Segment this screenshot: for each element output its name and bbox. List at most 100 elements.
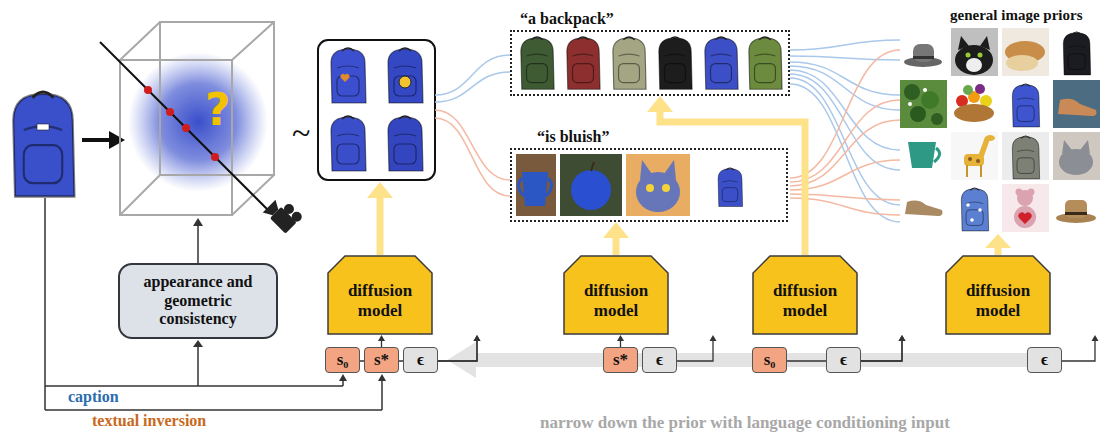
backpack-samples xyxy=(567,37,600,89)
radiance-field-cube xyxy=(120,22,160,60)
arrow-head xyxy=(710,335,717,341)
image-prior-grid xyxy=(913,44,934,62)
image-prior-grid xyxy=(961,188,988,231)
rendered-views xyxy=(341,74,350,82)
input-wires xyxy=(45,409,382,411)
camera-ray xyxy=(100,42,268,210)
image-prior-grid xyxy=(1018,212,1031,224)
conditioning-arrow xyxy=(617,335,624,347)
bluish-samples xyxy=(516,154,556,216)
connector-line xyxy=(613,237,620,255)
image-prior-grid xyxy=(966,203,970,207)
rendered-views xyxy=(318,40,435,180)
radiance-field-cube xyxy=(120,22,274,215)
image-prior-grid xyxy=(921,91,939,109)
narrowing-arrow xyxy=(447,342,476,378)
input-arrow xyxy=(109,131,125,149)
input-wires xyxy=(342,381,344,386)
bluish-samples xyxy=(518,178,524,196)
image-prior-grid xyxy=(1006,55,1038,71)
image-prior-grid xyxy=(900,28,1100,232)
input-wires xyxy=(197,226,199,263)
input-wires xyxy=(45,385,343,387)
image-prior-grid xyxy=(1058,99,1097,116)
backpack-samples xyxy=(521,37,782,89)
image-prior-grid xyxy=(1012,136,1039,179)
input-wires xyxy=(44,198,46,410)
input-wire-heads xyxy=(193,340,203,347)
image-prior-grid xyxy=(908,142,936,168)
token-box: s* xyxy=(603,347,638,373)
image-prior-grid xyxy=(1053,80,1100,128)
token-label: ϵ xyxy=(840,350,847,370)
bluish-samples xyxy=(560,154,622,216)
image-prior-grid xyxy=(923,88,927,92)
diffusion-model-shape xyxy=(753,256,857,334)
token-label: ϵ xyxy=(656,350,663,370)
radiance-field-cube xyxy=(120,175,160,215)
image-prior-grid xyxy=(1053,28,1100,76)
token-box: ϵ xyxy=(826,347,861,373)
arrow-head xyxy=(1092,335,1099,341)
image-prior-grid xyxy=(1063,32,1090,75)
image-prior-grid xyxy=(954,104,994,122)
token-box: ϵ xyxy=(642,347,677,373)
image-prior-grid xyxy=(978,53,983,58)
diffusion-model-box: diffusion model xyxy=(327,255,433,335)
arrow-head xyxy=(647,96,673,112)
bluish-samples xyxy=(718,168,743,207)
sample-arrow xyxy=(377,197,384,255)
input-wires xyxy=(197,347,199,386)
image-prior-grid xyxy=(958,36,969,50)
diffusion-model-shape xyxy=(328,256,432,334)
image-prior-grid xyxy=(910,106,926,122)
prior-sample-box: “a backpack” xyxy=(510,30,790,96)
prior-heading: “is bluish” xyxy=(537,128,609,146)
input-wire-heads xyxy=(193,218,203,226)
token-label: ϵ xyxy=(417,350,424,370)
box-label: diffusion model xyxy=(758,281,852,320)
image-prior-grid xyxy=(900,28,947,76)
bluish-samples xyxy=(516,154,743,216)
token-label: s* xyxy=(613,350,628,370)
camera-ray xyxy=(211,153,219,161)
image-prior-grid xyxy=(1002,80,1049,128)
connector-line xyxy=(620,340,621,347)
sample-arrow xyxy=(603,222,629,255)
token-label: s* xyxy=(374,350,389,370)
image-prior-grid xyxy=(1053,132,1100,180)
camera-icon xyxy=(290,210,304,224)
backpack-photo xyxy=(13,92,74,197)
image-prior-grid xyxy=(908,102,912,106)
camera-ray xyxy=(166,108,174,116)
image-prior-grid xyxy=(1053,184,1100,232)
backpack-photo xyxy=(37,124,49,130)
rendered-views xyxy=(318,40,435,180)
conditioning-arrow xyxy=(378,335,385,347)
rendered-views xyxy=(388,48,423,103)
camera-ray xyxy=(100,42,268,210)
tilde-symbol: ~ xyxy=(292,116,310,150)
connector-line xyxy=(660,111,805,255)
diffusion-model-box: diffusion model xyxy=(945,255,1051,335)
image-prior-grid xyxy=(931,113,943,125)
image-prior-grid xyxy=(985,135,995,141)
box-label: diffusion model xyxy=(569,281,663,320)
arrow-head xyxy=(617,335,624,341)
rendered-views xyxy=(399,76,411,88)
image-prior-grid xyxy=(966,165,968,177)
arrow-head xyxy=(474,335,481,341)
bluish-samples xyxy=(546,178,552,196)
caption-label: caption xyxy=(68,389,119,405)
sample-arrow xyxy=(367,182,393,198)
sample-arrow xyxy=(367,182,1011,255)
input-wire-heads xyxy=(378,374,386,381)
prior-curves xyxy=(790,40,900,50)
backpack-samples xyxy=(613,37,646,89)
image-prior-grid xyxy=(1059,149,1093,175)
prior-curves xyxy=(435,72,510,102)
inversion-label: textual inversion xyxy=(92,413,206,429)
camera-icon xyxy=(263,200,282,219)
